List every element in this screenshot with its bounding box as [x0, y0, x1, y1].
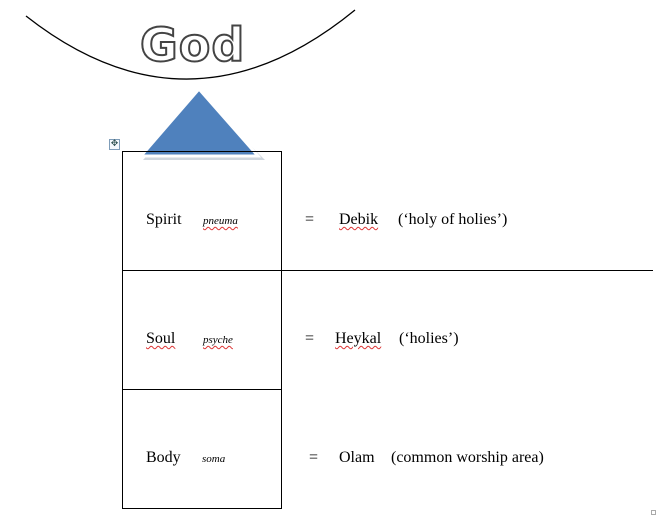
table-resize-handle[interactable]: [651, 510, 656, 515]
meaning-holy-of-holies: (‘holy of holies’): [398, 211, 508, 228]
row-greek-pneuma: pneuma: [203, 215, 238, 227]
god-word-art: God: [139, 18, 246, 72]
triangle-shape[interactable]: [137, 86, 262, 158]
hebrew-term-olam: Olam: [339, 449, 375, 466]
move-arrows-icon[interactable]: ✥: [109, 139, 120, 150]
hebrew-term-debik: Debik: [339, 211, 379, 228]
equals-sign: =: [305, 330, 315, 347]
row-label-spirit: Spirit: [146, 211, 182, 228]
meaning-holies: (‘holies’): [399, 330, 459, 347]
god-arc: [25, 9, 356, 80]
equals-sign: =: [305, 211, 315, 228]
meaning-common-worship-area: (common worship area): [391, 449, 544, 466]
row-greek-psyche: psyche: [203, 334, 233, 346]
hebrew-term-heykal: Heykal: [335, 330, 382, 347]
table-outline: [122, 151, 282, 509]
row-greek-soma: soma: [202, 453, 226, 465]
row-label-soul: Soul: [146, 330, 176, 347]
equals-sign: =: [309, 449, 319, 466]
row-label-body: Body: [146, 449, 181, 466]
